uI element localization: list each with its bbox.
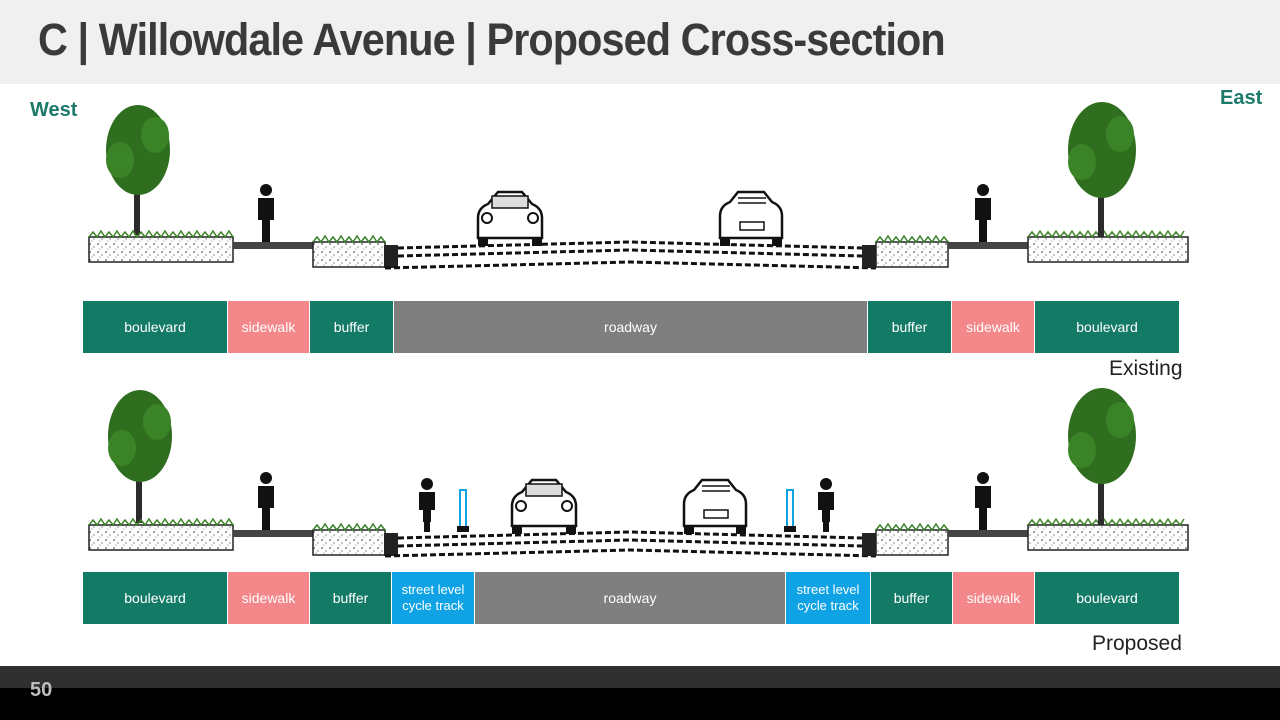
car-rear-icon [718,190,784,246]
tree-icon [108,390,172,523]
left-sidewalk-slab [233,242,313,249]
page-title: C | Willowdale Avenue | Proposed Cross-s… [38,14,946,65]
existing-cross-section-drawing [88,102,1189,270]
segment-sidewalk: sidewalk [228,572,310,624]
right-buffer-block [875,234,949,268]
curb-right [862,245,876,268]
left-sidewalk-slab [233,530,313,537]
bollard-icon [457,489,469,532]
cyclist-icon [419,478,435,532]
segment-roadway: roadway [475,572,786,624]
proposed-cross-section-drawing [88,388,1189,558]
segment-sidewalk: sidewalk [228,301,310,353]
curb-left [384,533,398,556]
segment-sidewalk: sidewalk [952,301,1035,353]
segment-sidewalk: sidewalk [953,572,1035,624]
left-buffer-block [312,234,386,268]
segment-cycle-track: street level cycle track [392,572,475,624]
pedestrian-icon [258,184,274,242]
proposed-label: Proposed [1092,632,1182,655]
segment-buffer: buffer [868,301,952,353]
segment-boulevard: boulevard [1035,301,1179,353]
existing-label: Existing [1109,357,1183,380]
segment-roadway: roadway [394,301,868,353]
roadway-surface [384,530,877,558]
footer-strip [0,666,1280,688]
car-front-icon [510,478,578,534]
west-label: West [30,99,78,121]
left-boulevard-block [88,229,234,263]
proposed-segment-band: boulevard sidewalk buffer street level c… [83,572,1179,624]
title-bar: C | Willowdale Avenue | Proposed Cross-s… [0,0,1280,84]
segment-boulevard: boulevard [1035,572,1179,624]
segment-cycle-track: street level cycle track [786,572,871,624]
right-boulevard-block [1027,517,1189,551]
existing-segment-band: boulevard sidewalk buffer roadway buffer… [83,301,1179,353]
cyclist-icon [818,478,834,532]
pedestrian-icon [258,472,274,530]
tree-icon [1068,102,1136,237]
car-front-icon [476,190,544,246]
curb-left [384,245,398,268]
left-boulevard-block [88,517,234,551]
segment-buffer: buffer [871,572,953,624]
bollard-icon [784,489,796,532]
right-sidewalk-slab [948,530,1028,537]
right-sidewalk-slab [948,242,1028,249]
tree-icon [1068,388,1136,525]
segment-buffer: buffer [310,572,392,624]
right-buffer-block [875,522,949,556]
car-rear-icon [682,478,748,534]
east-label: East [1220,87,1263,109]
right-boulevard-block [1027,229,1189,263]
tree-icon [106,105,170,235]
page-number: 50 [30,679,53,701]
pedestrian-icon [975,472,991,530]
left-buffer-block [312,522,386,556]
segment-boulevard: boulevard [83,572,228,624]
segment-buffer: buffer [310,301,394,353]
curb-right [862,533,876,556]
segment-boulevard: boulevard [83,301,228,353]
roadway-surface [384,240,877,270]
pedestrian-icon [975,184,991,242]
